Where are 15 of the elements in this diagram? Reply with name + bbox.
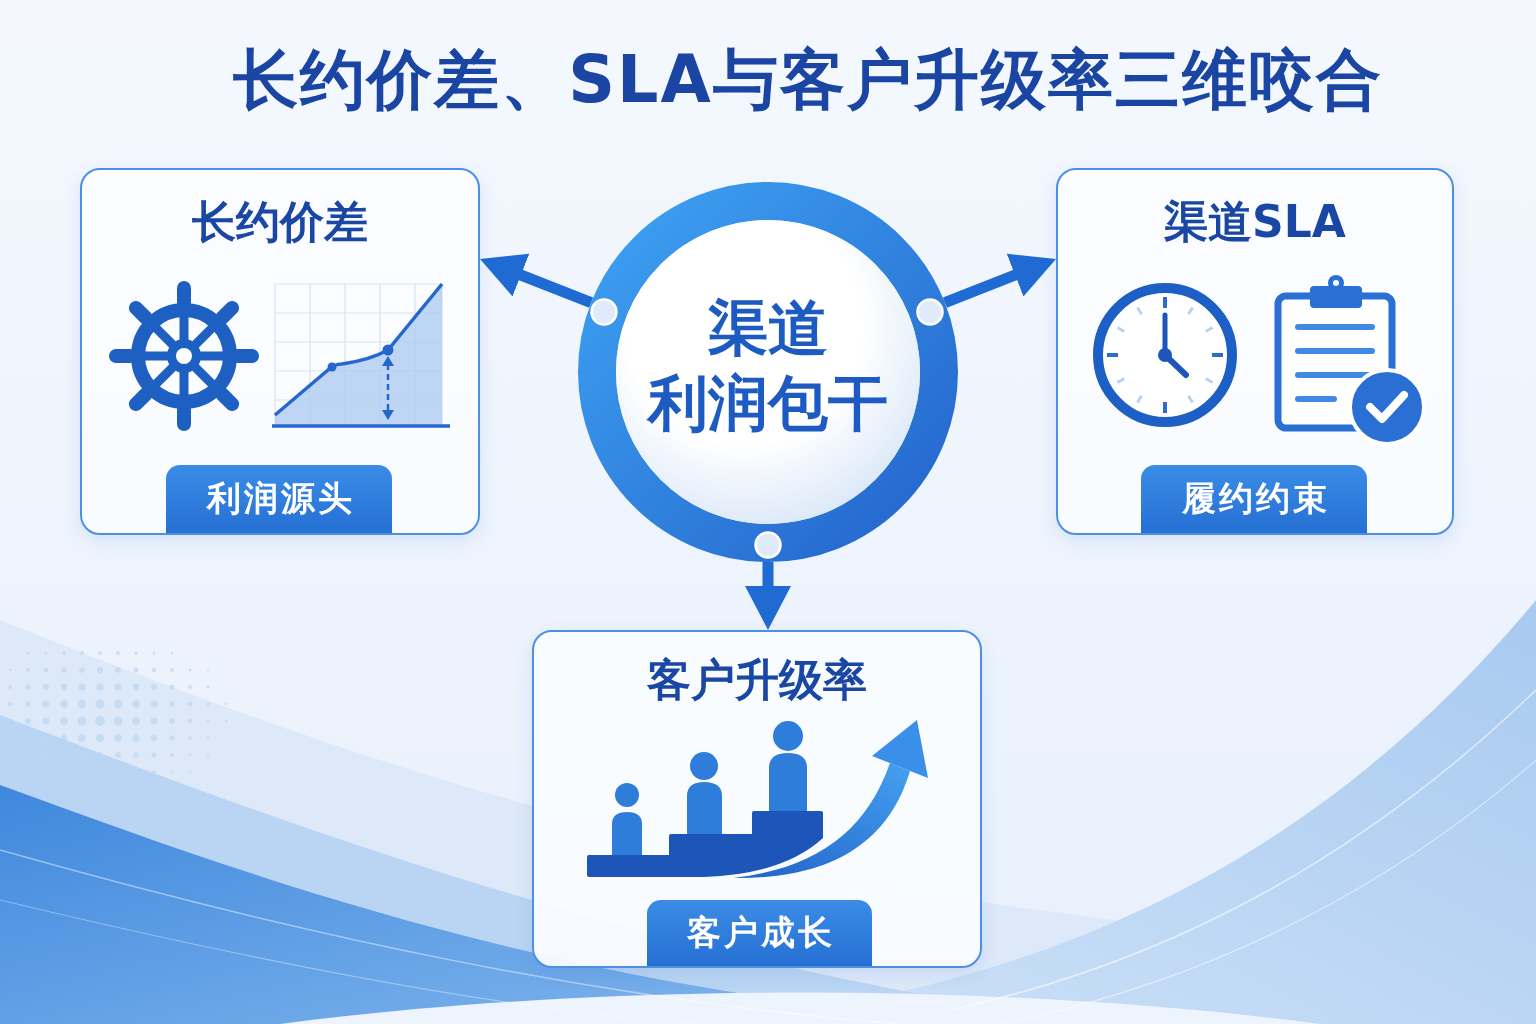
label-tab: 客户成长 xyxy=(647,900,872,966)
ring-circle xyxy=(578,182,958,562)
label-tab: 利润源头 xyxy=(166,465,392,533)
card-title: 长约价差 xyxy=(192,197,368,247)
card xyxy=(1056,168,1454,535)
card-title: 渠道SLA xyxy=(1164,197,1346,247)
arrow xyxy=(745,562,791,630)
arrow xyxy=(480,253,594,308)
arrow xyxy=(942,253,1056,308)
page-title: 长约价差、SLA与客户升级率三维咬合 xyxy=(233,41,1383,119)
card xyxy=(532,630,982,968)
circle-title: 渠道利润包干 xyxy=(648,292,888,440)
label-tab: 履约约束 xyxy=(1141,465,1367,533)
card xyxy=(80,168,480,535)
card-title: 客户升级率 xyxy=(647,655,867,705)
